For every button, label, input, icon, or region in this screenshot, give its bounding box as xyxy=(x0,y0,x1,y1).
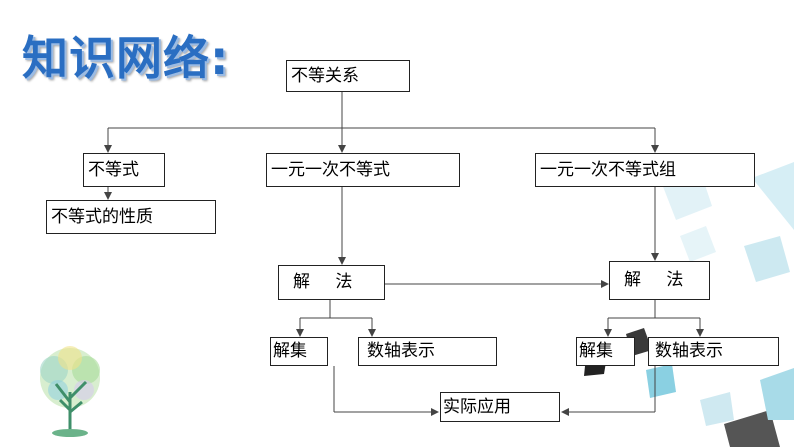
decor-square-3 xyxy=(680,226,716,262)
node-number-line-left: 数轴表示 xyxy=(358,337,497,366)
node-inequality: 不等式 xyxy=(83,153,165,187)
decor-square-1 xyxy=(752,162,794,230)
node-solution-set-right: 解集 xyxy=(576,337,635,366)
decor-teal-3 xyxy=(700,392,734,426)
page-title: 知识网络: xyxy=(22,31,230,85)
node-root: 不等关系 xyxy=(286,60,410,92)
node-method-left: 解 法 xyxy=(278,265,385,300)
node-properties: 不等式的性质 xyxy=(46,200,216,234)
node-linear: 一元一次不等式 xyxy=(266,153,460,187)
node-system: 一元一次不等式组 xyxy=(535,153,755,187)
node-number-line-right: 数轴表示 xyxy=(648,337,779,366)
node-method-right: 解 法 xyxy=(609,261,710,300)
node-application: 实际应用 xyxy=(440,392,560,422)
node-solution-set-left: 解集 xyxy=(270,337,328,366)
tree-illustration xyxy=(40,346,100,437)
decor-square-4 xyxy=(744,236,790,282)
decor-teal-2 xyxy=(760,368,794,420)
decor-dark-3 xyxy=(724,410,780,447)
decor-teal-1 xyxy=(646,364,676,398)
